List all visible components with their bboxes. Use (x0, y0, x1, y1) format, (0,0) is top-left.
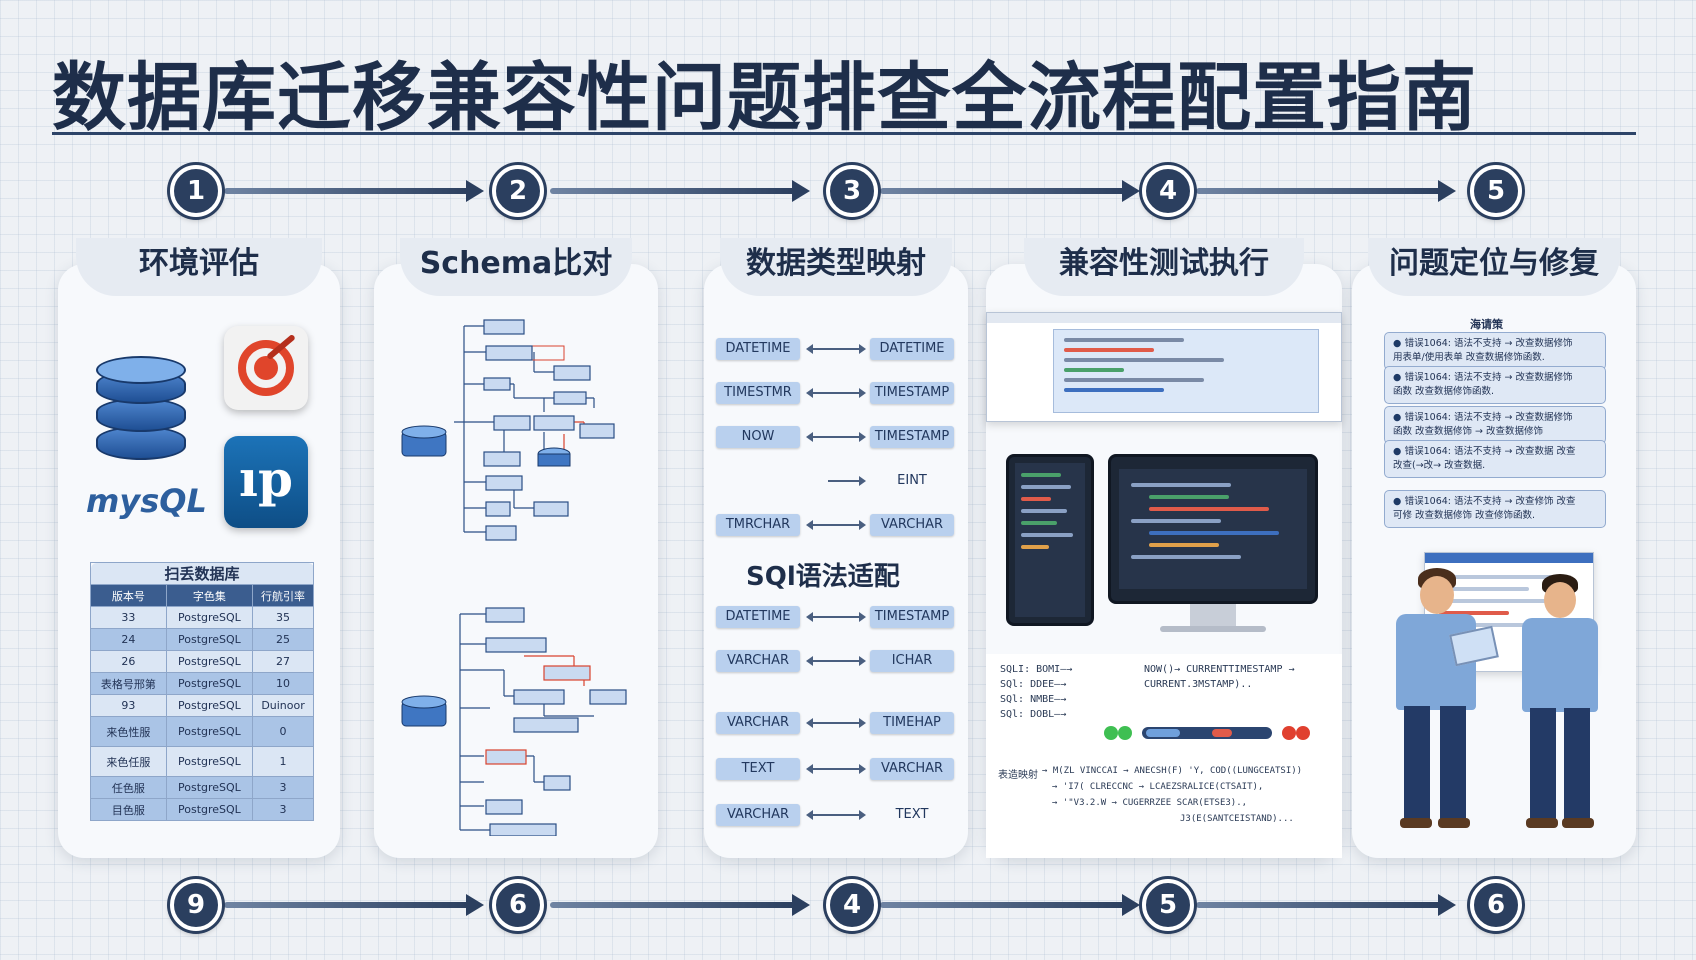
status-dot-red (1296, 726, 1310, 740)
error-card: ● 错误1064: 语法不支持 → 改查数据 改查 改查(→改→ 改查数据. (1384, 440, 1606, 478)
error-card: ● 错误1064: 语法不支持 → 改查修饰 改查 可修 改查数据修饰 改查修饰… (1384, 490, 1606, 528)
step-arrow (224, 180, 484, 202)
table-header: 行航引率 (252, 584, 314, 607)
panel-title-schema: Schema比对 (400, 238, 632, 296)
mapping-row: DATETIME DATETIME (716, 338, 980, 360)
mapping-row: TMRCHAR VARCHAR (716, 514, 980, 536)
error-card: ● 错误1064: 语法不支持 → 改查数据修饰 用表单/使用表单 改查数据修饰… (1384, 332, 1606, 370)
title-divider (52, 132, 1636, 135)
page-title: 数据库迁移兼容性问题排查全流程配置指南 (52, 55, 1477, 141)
editor-pane (1053, 329, 1319, 413)
panel-title-fix: 问题定位与修复 (1368, 238, 1620, 296)
panel-title-environment: 环境评估 (76, 238, 322, 296)
database-icon (96, 352, 188, 462)
step-arrow (550, 894, 810, 916)
step-arrow (1196, 180, 1456, 202)
version-table-title: 扫丢数据库 (90, 562, 314, 585)
step-node-4: 4 (1142, 165, 1194, 217)
mysql-logo: mysQL (86, 482, 207, 520)
mapping-row: EINT (716, 470, 980, 492)
mapping-row: VARCHAR ICHAR (716, 650, 980, 672)
step-node-1: 1 (170, 165, 222, 217)
monitor-base (1160, 626, 1266, 632)
status-dot-red (1282, 726, 1296, 740)
mapping-row: VARCHAR TEXT (716, 804, 980, 826)
bottom-step-node: 6 (492, 879, 544, 931)
fix-heading: 海请策 (1470, 318, 1503, 331)
step-arrow (550, 180, 810, 202)
status-dot-green (1118, 726, 1132, 740)
error-card: ● 错误1064: 语法不支持 → 改查数据修饰 函数 改查数据修饰函数. (1384, 366, 1606, 404)
bottom-step-node: 9 (170, 879, 222, 931)
schema-tree-target (401, 607, 627, 836)
tablet-screen (1006, 454, 1094, 626)
monitor-stand (1190, 604, 1236, 626)
table-header: 版本号 (90, 584, 167, 607)
mapping-row: NOW TIMESTAMP (716, 426, 980, 448)
mapping-row: VARCHAR TIMEHAP (716, 712, 980, 734)
table-header: 字色集 (165, 584, 254, 607)
top-step-row: 1 2 3 4 5 (0, 160, 1696, 220)
bottom-step-node: 5 (1142, 879, 1194, 931)
status-dot-green (1104, 726, 1118, 740)
step-node-5: 5 (1470, 165, 1522, 217)
step-node-2: 2 (492, 165, 544, 217)
mapping-row: TEXT VARCHAR (716, 758, 980, 780)
type-mapping-list: DATETIME DATETIME TIMESTMR TIMESTAMP NOW… (716, 338, 980, 858)
php-app-icon: ıp (224, 436, 308, 528)
step-arrow (880, 894, 1140, 916)
bottom-step-node: 4 (826, 879, 878, 931)
bottom-step-node: 6 (1470, 879, 1522, 931)
panel-title-testing: 兼容性测试执行 (1024, 238, 1304, 296)
desktop-monitor (1108, 454, 1318, 604)
panel-title-type-mapping: 数据类型映射 (720, 238, 952, 296)
sql-conversion-area: SQLI: BOMI—→ SQl: DDEE—→ SQl: NMBE—→ SQl… (986, 654, 1342, 858)
step-arrow (880, 180, 1140, 202)
target-app-icon (224, 326, 308, 410)
bottom-step-row: 9 6 4 5 6 (0, 874, 1696, 934)
step-arrow (224, 894, 484, 916)
step-arrow (1196, 894, 1456, 916)
sql-adapt-heading: SQl语法适配 (746, 562, 900, 592)
code-editor-window (986, 312, 1342, 422)
mapping-row: TIMESTMR TIMESTAMP (716, 382, 980, 404)
mapping-row: DATETIME TIMESTAMP (716, 606, 980, 628)
schema-tree-source (401, 319, 615, 541)
step-node-3: 3 (826, 165, 878, 217)
error-card: ● 错误1064: 语法不支持 → 改查数据修饰 函数 改查数据修饰 → 改查数… (1384, 406, 1606, 444)
